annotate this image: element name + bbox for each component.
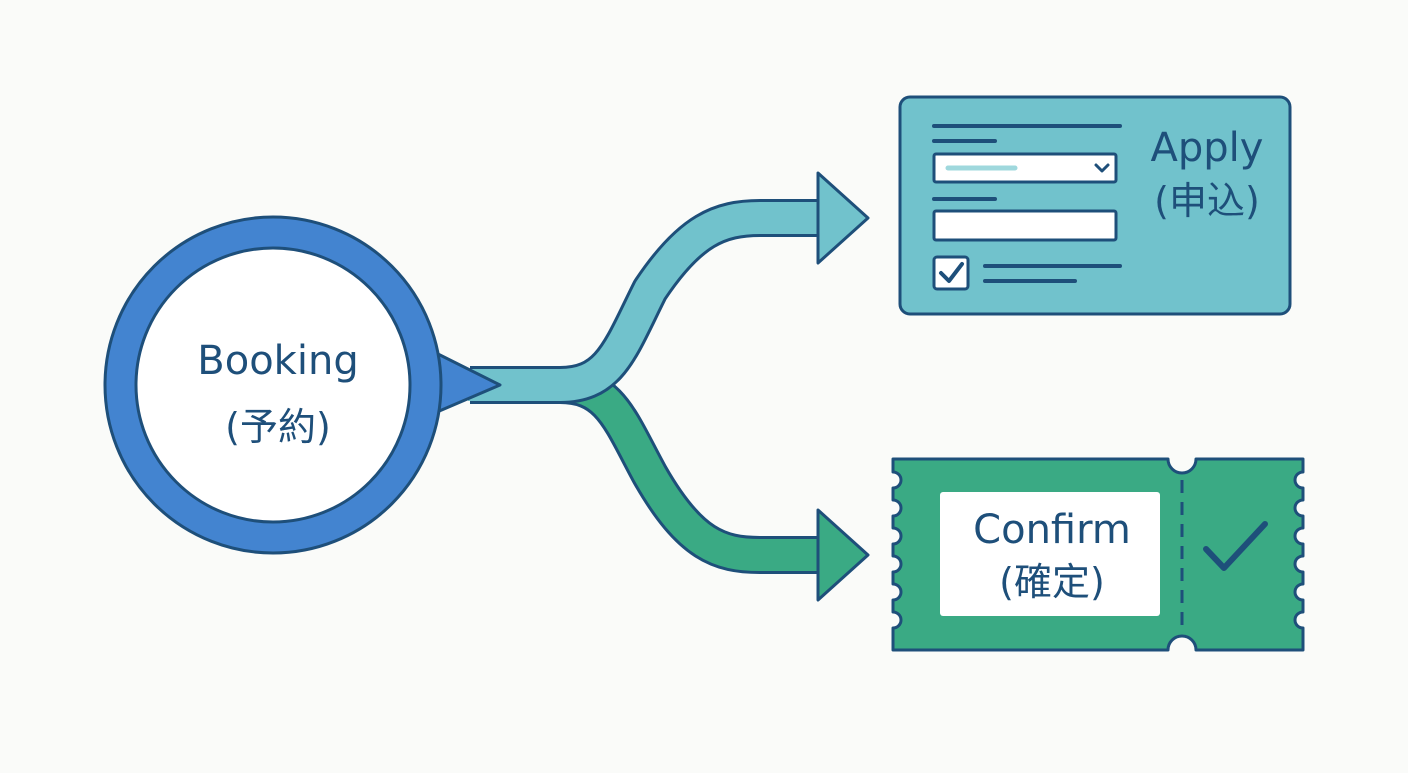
arrow-to-confirm	[470, 366, 870, 602]
chevron-down-icon	[1094, 163, 1110, 173]
confirm-label: Confirm	[973, 507, 1131, 553]
checkmark-icon	[1203, 521, 1268, 571]
confirm-sublabel: (確定)	[999, 560, 1105, 604]
confirm-label-panel	[940, 492, 1160, 616]
check-icon	[939, 262, 964, 283]
apply-node: Apply (申込)	[898, 95, 1292, 316]
apply-card	[898, 95, 1292, 316]
arrow-to-apply	[468, 171, 870, 404]
form-dropdown-field	[932, 152, 1118, 184]
booking-inner	[134, 246, 412, 524]
booking-node: Booking (予約)	[103, 215, 502, 555]
confirm-node: Confirm (確定)	[891, 457, 1305, 652]
form-text-field	[932, 209, 1118, 242]
booking-label: Booking	[197, 338, 358, 384]
confirm-arrowhead	[816, 508, 870, 602]
apply-label: Apply	[1151, 125, 1264, 171]
booking-sublabel: (予約)	[225, 405, 331, 449]
form-card-icon	[932, 124, 1122, 291]
apply-sublabel: (申込)	[1154, 179, 1260, 223]
apply-arrowhead	[816, 171, 870, 265]
